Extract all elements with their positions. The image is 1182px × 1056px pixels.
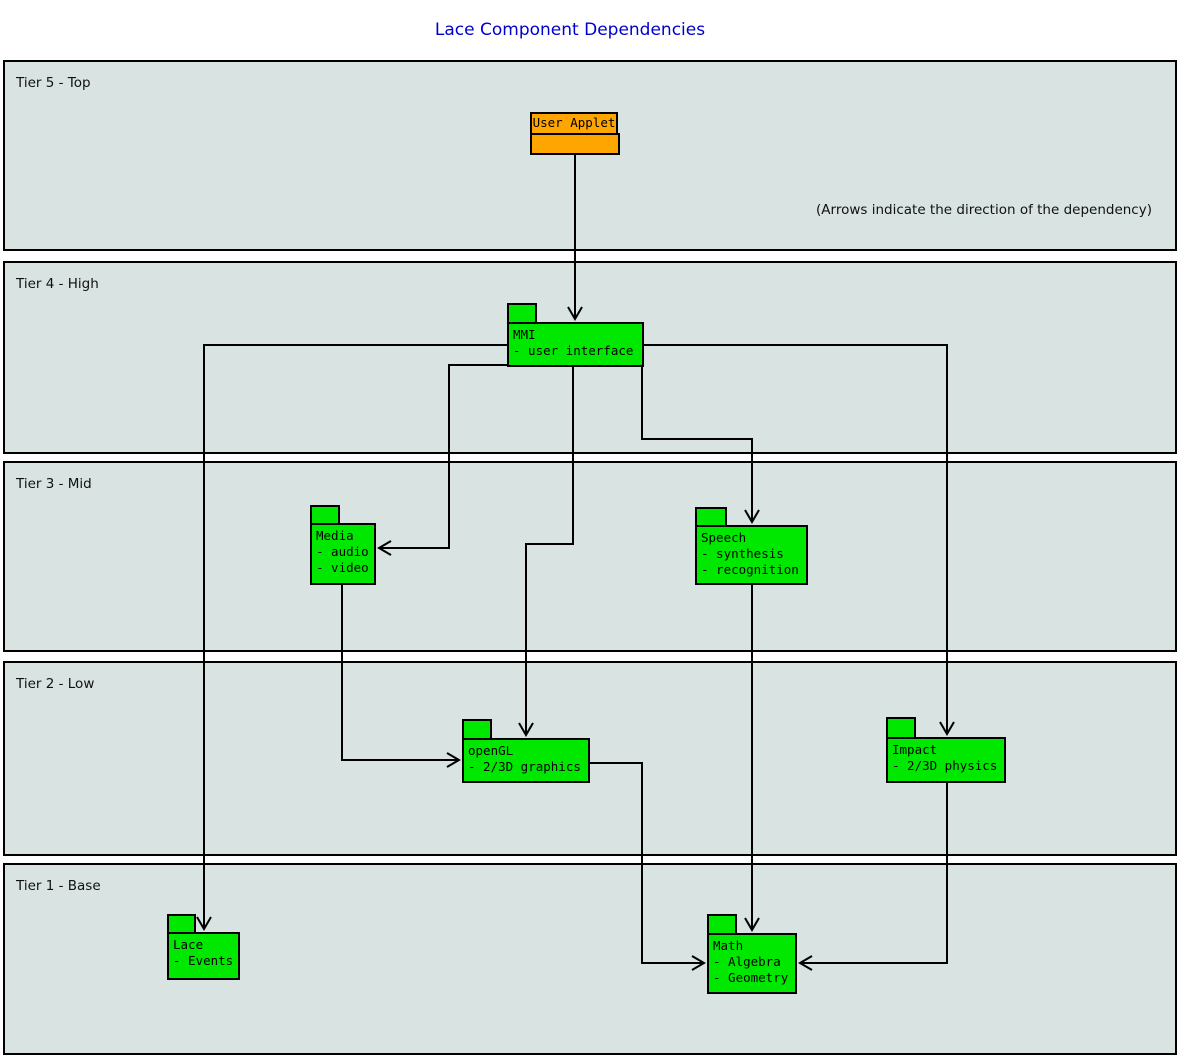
component-item: - synthesis (701, 546, 784, 561)
component-name-label: Media (316, 528, 354, 543)
component-name-label: Speech (701, 530, 747, 545)
component-name-label: Lace (173, 937, 204, 952)
component-mmi-body: MMI - user interface (507, 322, 644, 367)
edge-media-to-opengl (341, 585, 461, 768)
tier-5-top: Tier 5 - Top (3, 60, 1177, 251)
tier-label: Tier 5 - Top (16, 75, 91, 91)
component-lace-body: Lace - Events (167, 932, 240, 980)
component-impact-tab (886, 717, 916, 739)
component-item: - recognition (701, 562, 799, 577)
component-math-tab (707, 914, 737, 935)
component-opengl-tab (462, 719, 492, 740)
component-item: - Geometry (713, 970, 789, 985)
tier-3-mid: Tier 3 - Mid (3, 461, 1177, 652)
edge-mmi-to-impact (642, 344, 955, 736)
component-item: - Events (173, 953, 234, 968)
component-item: - audio (316, 544, 369, 559)
edge-mmi-to-speech (641, 367, 760, 524)
component-media-body: Media - audio - video (310, 523, 376, 585)
tier-label: Tier 3 - Mid (16, 476, 92, 492)
component-item: - video (316, 560, 369, 575)
page-title: Lace Component Dependencies (434, 20, 706, 40)
component-media-tab (310, 505, 340, 525)
component-name-label: Math (713, 938, 744, 953)
component-user-applet-tab: User Applet (530, 112, 618, 135)
component-opengl-body: openGL - 2/3D graphics (462, 738, 590, 783)
arrow-direction-note: (Arrows indicate the direction of the de… (816, 202, 1152, 218)
edge-mmi-to-lace (196, 344, 507, 931)
component-impact-body: Impact - 2/3D physics (886, 737, 1006, 783)
component-speech-body: Speech - synthesis - recognition (695, 525, 808, 585)
component-lace-tab (167, 914, 196, 934)
component-math-body: Math - Algebra - Geometry (707, 933, 797, 994)
component-name-label: Impact (892, 742, 938, 757)
tier-label: Tier 4 - High (16, 276, 99, 292)
edge-mmi-to-media (377, 364, 507, 556)
component-user-applet-body (530, 133, 620, 155)
tier-label: Tier 1 - Base (16, 878, 101, 894)
component-speech-tab (695, 507, 727, 527)
component-item: - user interface (513, 343, 634, 358)
component-item: - 2/3D physics (892, 758, 998, 773)
tier-label: Tier 2 - Low (16, 676, 95, 692)
tier-2-low: Tier 2 - Low (3, 661, 1177, 856)
edge-mmi-to-opengl (518, 367, 574, 737)
component-item: - Algebra (713, 954, 781, 969)
edge-impact-to-math (798, 783, 948, 971)
component-name-label: MMI (513, 327, 536, 342)
edge-opengl-to-math (590, 762, 706, 971)
component-item: - 2/3D graphics (468, 759, 581, 774)
component-mmi-tab (507, 303, 537, 324)
component-name-label: openGL (468, 743, 514, 758)
